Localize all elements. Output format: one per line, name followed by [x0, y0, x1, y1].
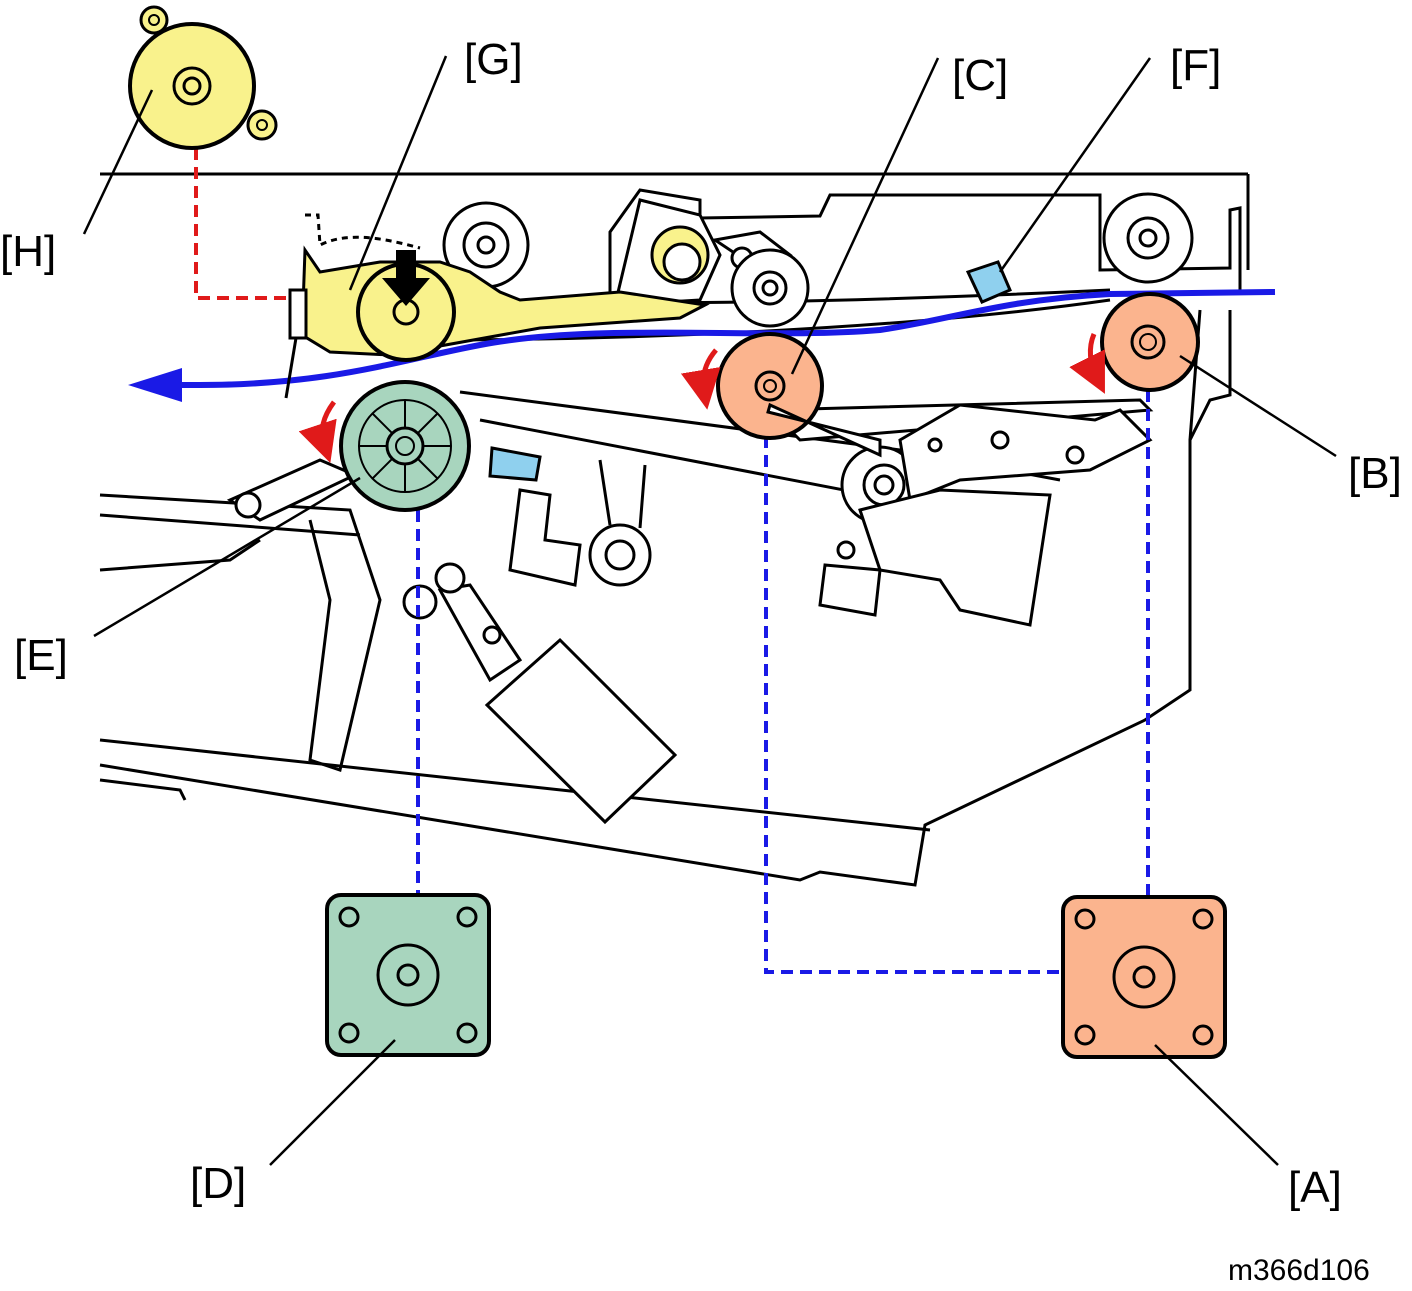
feed-roller [339, 380, 471, 512]
label-c: [C] [952, 51, 1008, 100]
rotation-arrow-icon-c [680, 348, 721, 410]
registration-roller [1100, 292, 1200, 392]
leader-g [348, 55, 448, 291]
rotation-arrow-icon-e [298, 400, 337, 463]
center-bracket [508, 459, 652, 587]
pick-up-down-arrow-icon [382, 250, 430, 306]
label-g: [G] [464, 35, 523, 84]
separation-lever-assembly [766, 398, 1154, 627]
pick-up-roller [356, 262, 456, 362]
drive-link-h-to-g [194, 148, 298, 300]
feed-sensor [488, 446, 542, 482]
transport-motor [1061, 895, 1227, 1059]
registration-sensor [965, 260, 1012, 304]
figure-code: m366d106 [1228, 1254, 1370, 1287]
label-d: [D] [190, 1159, 246, 1208]
leader-c [790, 57, 940, 375]
paper-path [150, 289, 1276, 388]
upper-idler-roller-left [442, 201, 530, 289]
pick-up-motor [128, 5, 278, 150]
label-b: [B] [1348, 449, 1402, 498]
label-h: [H] [0, 227, 56, 276]
label-f: [F] [1170, 41, 1221, 90]
feed-motor [325, 893, 491, 1057]
lower-guide-frame [99, 309, 1232, 887]
leader-a [1154, 1044, 1279, 1166]
lift-solenoid [226, 458, 678, 825]
leader-d [269, 1039, 396, 1166]
leader-f [998, 57, 1152, 273]
label-a: [A] [1288, 1163, 1342, 1212]
label-e: [E] [14, 631, 68, 680]
paper-path-arrowhead [128, 368, 182, 402]
leader-b [1179, 354, 1337, 458]
upper-idler-roller-right [1102, 192, 1194, 284]
pressure-roller-upper-center [613, 198, 810, 328]
drive-link-a-to-c [764, 436, 1063, 974]
relay-roller [716, 332, 882, 458]
leader-e [93, 476, 361, 638]
leader-h [82, 89, 154, 235]
rotation-arrow-icon-b [1069, 333, 1105, 394]
